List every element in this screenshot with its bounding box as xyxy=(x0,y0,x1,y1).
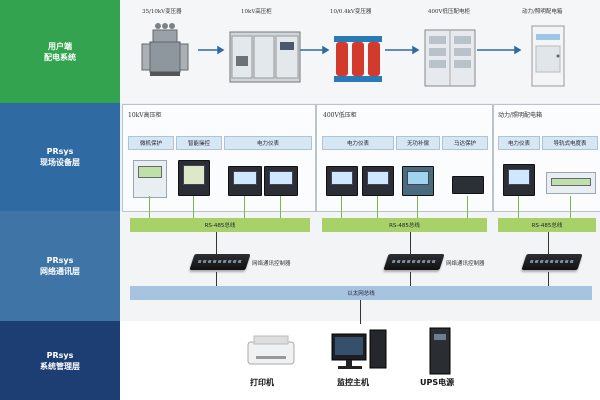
tag-rail-meter: 导轨式电度表 xyxy=(542,136,598,150)
layer-user-distribution: 用户端 配电系统 xyxy=(0,0,120,103)
transformer-icon xyxy=(141,23,189,76)
panel-hv-title: 10kV高压柜 xyxy=(128,112,162,119)
link xyxy=(193,196,194,218)
power-meter-icon-2 xyxy=(264,166,298,196)
power-meter-lv-icon-2 xyxy=(362,166,394,196)
monitor-host-icon xyxy=(331,329,387,369)
distribution-box-icon xyxy=(531,25,565,87)
link xyxy=(244,196,245,218)
link xyxy=(280,196,281,218)
power-meter-box-icon xyxy=(503,164,535,196)
layer-subtitle: 现场设备层 xyxy=(40,158,80,167)
power-meter-lv-icon xyxy=(326,166,358,196)
distribution-equipment-svg xyxy=(141,23,565,87)
reactive-compensator-icon xyxy=(402,166,434,196)
panel-lv-title: 400V低压柜 xyxy=(323,112,357,119)
dry-transformer-icon xyxy=(334,36,382,82)
ethernet-bus: 以太网总线 xyxy=(130,286,592,300)
link xyxy=(341,196,342,218)
tag-power-meter-lv: 电力仪表 xyxy=(322,136,394,150)
network-controller-label-1: 网络通讯控制器 xyxy=(252,261,291,267)
layer-subtitle: 系统管理层 xyxy=(40,361,80,371)
rail-meter-icon xyxy=(546,172,596,194)
layer-network: PRsys 网络通讯层 xyxy=(0,211,120,321)
link xyxy=(410,232,411,254)
layer-title: PRsys xyxy=(46,350,74,360)
rs485-bus-2: RS-485总线 xyxy=(322,218,487,232)
management-devices-svg xyxy=(247,327,451,375)
dist-label-hv-cabinet: 10kV高压柜 xyxy=(241,9,272,15)
lv-cabinet-icon xyxy=(424,29,476,87)
protection-relay-icon xyxy=(133,160,167,198)
monitor-host-label: 监控主机 xyxy=(337,378,369,387)
tag-power-meter-box: 电力仪表 xyxy=(498,136,540,150)
link xyxy=(216,232,217,254)
printer-icon xyxy=(247,335,295,365)
link xyxy=(216,272,217,286)
layer-field-devices: PRsys 现场设备层 xyxy=(0,103,120,211)
link xyxy=(149,196,150,218)
link xyxy=(548,232,549,254)
dist-label-distribution-box: 动力/照明配电箱 xyxy=(522,9,563,15)
network-controller-label-2: 网络通讯控制器 xyxy=(446,261,485,267)
layer-subtitle: 配电系统 xyxy=(44,52,76,62)
dist-label-lv-cabinet: 400V低压配电柜 xyxy=(428,9,470,15)
motor-protector-icon xyxy=(452,176,484,194)
layer-title: PRsys xyxy=(46,147,74,156)
ups-label: UPS电源 xyxy=(420,378,455,387)
link xyxy=(360,300,361,324)
tag-reactive-compensation: 无功补偿 xyxy=(396,136,440,150)
link xyxy=(467,196,468,218)
rs485-bus-3: RS-485总线 xyxy=(498,218,596,232)
ups-icon xyxy=(429,327,451,375)
tag-power-meter: 电力仪表 xyxy=(224,136,312,150)
smart-controller-icon xyxy=(178,160,210,196)
hv-cabinet-icon xyxy=(229,31,301,83)
link xyxy=(548,272,549,286)
link xyxy=(518,196,519,218)
link xyxy=(410,272,411,286)
layer-management: PRsys 系统管理层 xyxy=(0,321,120,400)
network-controller-icon-3 xyxy=(521,254,583,270)
layer-title: PRsys xyxy=(46,256,74,265)
power-meter-icon xyxy=(228,166,262,196)
network-controller-icon-2 xyxy=(383,254,445,270)
link xyxy=(570,196,571,218)
layer-subtitle: 网络通讯层 xyxy=(40,267,80,276)
network-controller-icon-1 xyxy=(189,254,251,270)
layer-title: 用户端 xyxy=(48,41,72,51)
link xyxy=(417,196,418,218)
dist-label-dry-transformer: 10/0.4kV变压器 xyxy=(330,9,372,15)
tag-microcomputer-protection: 微机保护 xyxy=(128,136,174,150)
tag-motor-protection: 马达保护 xyxy=(442,136,488,150)
dist-label-transformer: 35/10kV变压器 xyxy=(142,9,182,15)
link xyxy=(377,196,378,218)
printer-label: 打印机 xyxy=(250,378,274,387)
panel-box-title: 动力/照明配电箱 xyxy=(498,112,543,119)
tag-smart-control: 智能操控 xyxy=(176,136,222,150)
rs485-bus-1: RS-485总线 xyxy=(130,218,310,232)
